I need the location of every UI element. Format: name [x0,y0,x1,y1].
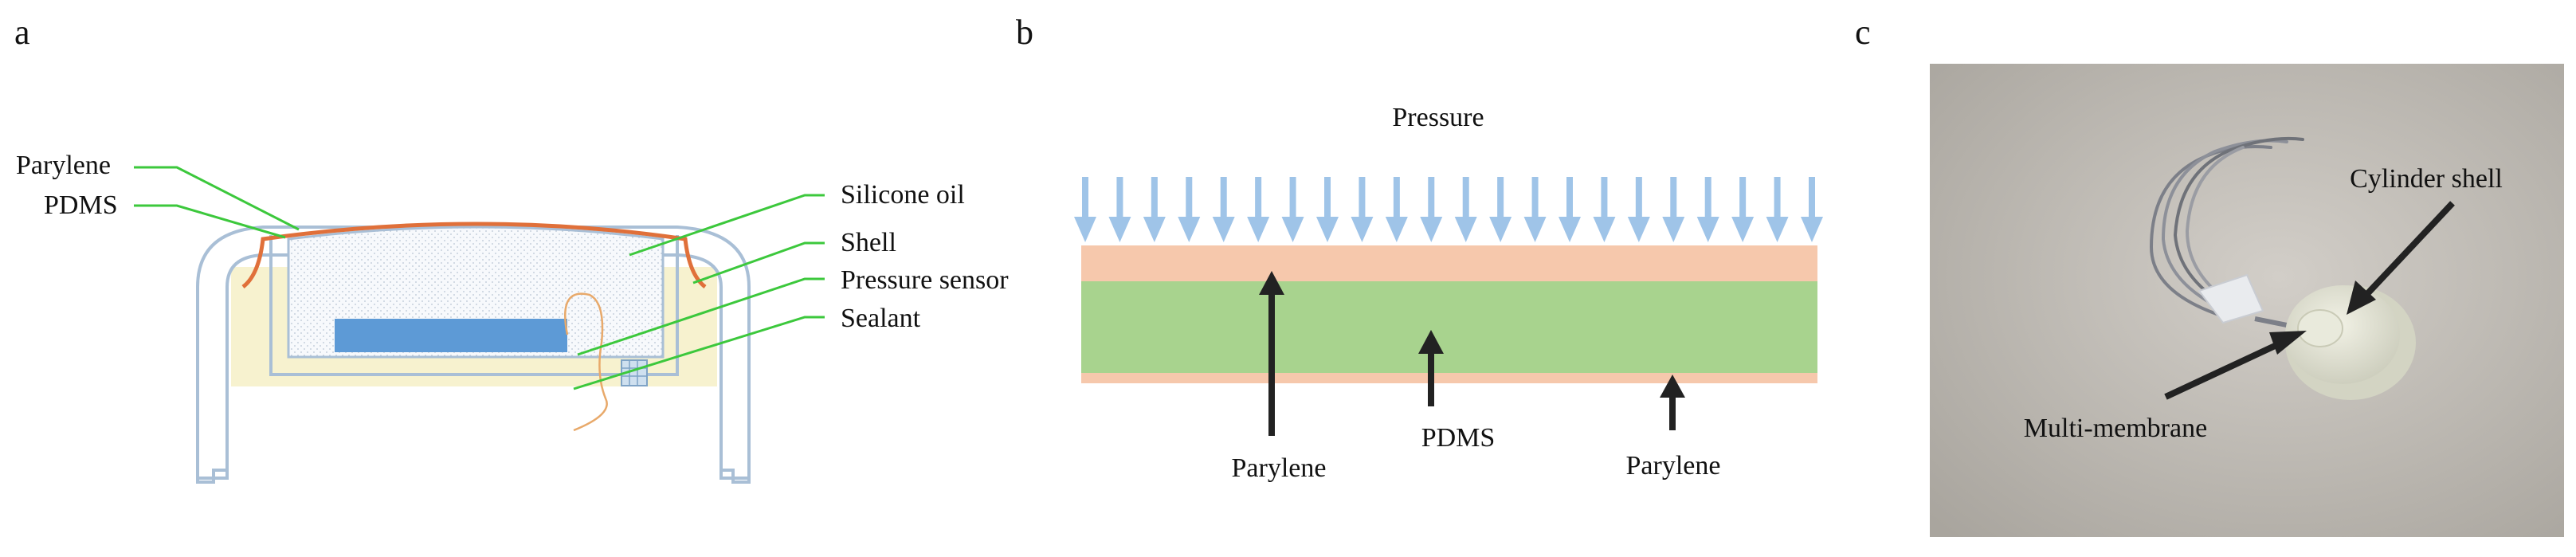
pressure-arrow-shaft [1670,177,1677,223]
pressure-arrow-shaft [1635,177,1642,223]
pressure-arrow-head [1454,217,1477,242]
pressure-arrow-shaft [1324,177,1331,223]
label-silicone-oil: Silicone oil [841,180,965,210]
pressure-arrow-head [1627,217,1650,242]
multi-membrane-arrow-shaft [2164,338,2287,400]
pressure-arrow-head [1523,217,1547,242]
label-parylene-top: Parylene [1232,453,1327,483]
pressure-arrow-head [1489,217,1512,242]
parylene-top-layer [1081,245,1817,281]
cylinder-shell-arrow-shaft [2362,201,2455,299]
pressure-arrow-shaft [1428,177,1435,223]
leader-shell [692,241,825,284]
pressure-arrow-head [1662,217,1685,242]
pressure-arrow-head [1074,217,1096,242]
pressure-arrow-shaft [1186,177,1193,223]
label-pdms: PDMS [44,190,118,220]
outer-shell [196,226,751,480]
photo-annotation-arrows [2164,201,2455,400]
pressure-arrow-head [1420,217,1443,242]
pressure-arrow-head [1281,217,1304,242]
pressure-arrow-head [1316,217,1339,242]
label-cylinder-shell: Cylinder shell [2350,164,2503,194]
seal-hatch [621,360,647,386]
parylene-bottom-arrow-head [1660,375,1685,398]
pressure-arrow-shaft [1220,177,1227,223]
inner-cup [269,235,679,376]
pressure-arrow-shaft [1151,177,1158,223]
parylene-top-arrow-shaft [1268,291,1275,436]
leader-parylene [134,166,300,231]
parylene-bottom-arrow-shaft [1669,394,1676,430]
pressure-arrow-shaft [1566,177,1573,223]
pdms-arrow-shaft [1428,351,1434,406]
device-wires [2149,136,2304,320]
pressure-arrow-head [1351,217,1374,242]
pressure-arrows [1074,177,1823,242]
pressure-arrow-shaft [1255,177,1262,223]
pressure-arrow-head [1559,217,1581,242]
pressure-arrow-head [1212,217,1235,242]
pressure-arrow-head [1143,217,1166,242]
pressure-arrow-head [1731,217,1755,242]
label-multi-membrane: Multi-membrane [2024,414,2207,443]
pressure-arrow-head [1178,217,1201,242]
label-parylene-bottom: Parylene [1626,451,1721,481]
pressure-arrow-shaft [1359,177,1366,223]
panel-b: b Pressure Parylene PDMS Parylene [1016,13,1823,483]
panel-b-letter: b [1016,13,1033,52]
multi-membrane-arrow-head [2269,331,2307,355]
leader-sealant [573,316,825,390]
pressure-arrow-head [1696,217,1719,242]
wire-connector [2198,273,2264,324]
panel-a-leaders [134,166,825,390]
panel-c-letter: c [1855,13,1871,52]
panel-a-letter: a [14,13,30,52]
pdms-layer [1081,281,1817,373]
pressure-arrow-shaft [1809,177,1815,223]
pressure-arrow-shaft [1531,177,1539,223]
pressure-arrow-shaft [1774,177,1781,223]
cylinder-shell-arrow-head [2347,280,2376,315]
pressure-arrow-shaft [1704,177,1711,223]
label-pdms-b: PDMS [1421,423,1496,453]
pressure-arrow-head [1247,217,1270,242]
pressure-arrow-shaft [1082,177,1088,223]
panel-c: c Cylinder shell Multi-membrane [1855,13,2564,537]
layer-indicator-arrows [1259,271,1685,436]
pressure-arrow-head [1593,217,1616,242]
pressure-sensor-chip [335,319,567,352]
multi-membrane-center [2297,309,2343,347]
pressure-arrow-head [1385,217,1408,242]
pressure-arrow-shaft [1739,177,1747,223]
leader-pdms [134,204,286,239]
pressure-arrow-head [1108,217,1131,242]
label-pressure-sensor: Pressure sensor [841,265,1009,295]
pressure-arrow-shaft [1462,177,1469,223]
sensor-wire [564,292,608,432]
label-parylene: Parylene [16,151,111,180]
parylene-top-arrow-head [1259,271,1284,295]
shell-foot-right [719,466,751,484]
pressure-arrow-head [1766,217,1789,242]
pressure-arrow-shaft [1116,177,1123,223]
panel-a: a Parylene PDMS S [14,13,1009,484]
pressure-arrow-shaft [1393,177,1400,223]
label-sealant: Sealant [841,304,921,333]
parylene-bottom-layer [1081,373,1817,383]
pressure-arrow-shaft [1601,177,1608,223]
leader-pressure-sensor [577,277,825,356]
pressure-arrow-shaft [1289,177,1296,223]
pressure-arrow-shaft [1497,177,1504,223]
label-shell: Shell [841,228,896,257]
shell-foot-left [196,466,229,484]
orange-membrane [241,222,707,288]
pressure-arrow-head [1801,217,1823,242]
label-pressure: Pressure [1392,103,1484,132]
pdms-arrow-head [1418,330,1444,354]
leader-silicone-oil [629,194,825,257]
